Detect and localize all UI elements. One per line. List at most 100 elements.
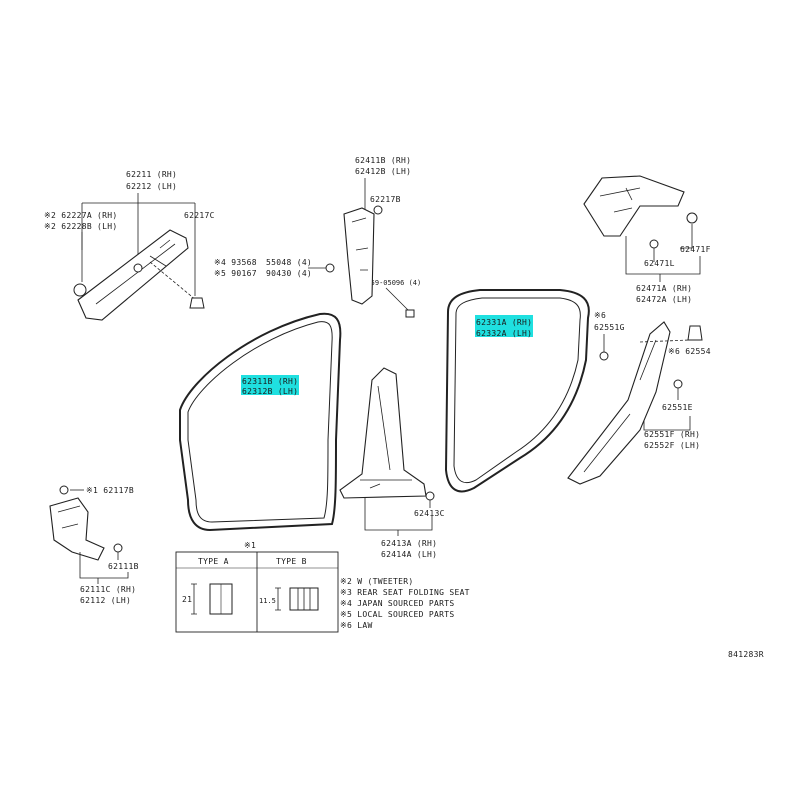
label-62217b[interactable]: 62217B [370,195,401,204]
roof-side-bracket-group: 62471F 62471L 62471A (RH) 62472A (LH) [583,175,711,304]
rear-side-garnish-detail [583,339,657,473]
front-door-opening-seal [179,312,342,532]
clip-62551g [599,351,609,361]
inset-marker: ※1 [244,541,256,550]
garnish-clip [133,263,143,273]
center-pillar-lower-detail [360,385,412,489]
label-55048[interactable]: 55048 (4) [266,258,312,267]
label-62551g-prefix: ※6 [594,311,606,320]
clip-62471l [649,239,659,249]
label-90159[interactable]: 90159-05096 (4) [358,279,421,287]
leader-62111c [79,552,129,584]
label-62117b[interactable]: ※1 62117B [86,486,134,495]
label-62111b[interactable]: 62111B [108,562,139,571]
front-pillar-garnish-group: 62211 (RH) 62212 (LH) ※2 62227A (RH) ※2 … [44,170,215,321]
rear-side-garnish [567,321,671,485]
fastener-90159 [405,309,415,318]
clip-62471f [686,212,698,224]
label-90167[interactable]: ※5 90167 [214,269,257,278]
label-90430[interactable]: 90430 (4) [266,269,312,278]
notes-list: ※2 W (TWEETER) ※3 REAR SEAT FOLDING SEAT… [340,577,470,630]
inset-dim-a: 21 [182,595,192,604]
center-pillar-lower-garnish [339,367,427,499]
clip-62554 [687,325,703,341]
front-door-opening-seal-inner [187,321,333,523]
leader-62471-clips [653,224,693,262]
front-door-weatherstrip: 62311B (RH) 62312B (LH) [179,312,342,532]
label-62413a[interactable]: 62413A (RH) [381,539,437,548]
clip-62413c [425,491,435,501]
inset-type-b: TYPE B [276,557,307,566]
label-62312b[interactable]: 62312B (LH) [242,387,298,396]
rear-door-weatherstrip: 62331A (RH) 62332A (LH) [444,289,590,493]
type-b-dimension [275,587,281,611]
leader-62551f [643,416,691,431]
label-62332a[interactable]: 62332A (LH) [476,329,532,338]
cowl-side-trim [49,497,105,561]
note-2: ※3 REAR SEAT FOLDING SEAT [340,588,470,597]
clip-62111b [113,543,123,553]
type-a-dimension [191,583,197,615]
label-62554[interactable]: ※6 62554 [668,347,711,356]
note-5: ※6 LAW [340,621,373,630]
type-b-clip-ribs [297,588,311,610]
clip-62551e [673,379,683,389]
label-93568[interactable]: ※4 93568 [214,258,257,267]
cowl-side-trim-detail [57,505,81,529]
center-pillar-upper-garnish [343,207,375,305]
inset-type-a: TYPE A [198,557,229,566]
label-62471f[interactable]: 62471F [680,245,711,254]
label-62551e[interactable]: 62551E [662,403,693,412]
label-62552f[interactable]: 62552F (LH) [644,441,700,450]
label-62414a[interactable]: 62414A (LH) [381,550,437,559]
screw-icon [325,263,335,273]
label-62227a[interactable]: ※2 62227A (RH) [44,211,118,220]
center-pillar-upper-detail [351,217,369,271]
label-62411b[interactable]: 62411B (RH) [355,156,411,165]
center-pillar-upper-group: 62411B (RH) 62412B (LH) 62217B [343,156,411,305]
diagram-id: 841283R [728,650,764,659]
center-pillar-lower-group: 62413C 62413A (RH) 62414A (LH) [339,367,445,559]
label-62472a[interactable]: 62472A (LH) [636,295,692,304]
note-3: ※4 JAPAN SOURCED PARTS [340,599,454,608]
label-62412b[interactable]: 62412B (LH) [355,167,411,176]
leader-90159 [385,287,411,313]
clip-type-inset: ※1 TYPE A TYPE B 21 11.5 [175,541,339,633]
clip-62217b [373,205,383,215]
highlight-62331a [475,315,533,337]
label-62311b[interactable]: 62311B (RH) [242,377,298,386]
roof-side-bracket [583,175,685,237]
front-pillar-garnish-detail [95,239,176,305]
leader-62413a [364,498,433,536]
note-4: ※5 LOCAL SOURCED PARTS [340,610,454,619]
label-62551g[interactable]: 62551G [594,323,625,332]
label-62228b[interactable]: ※2 62228B (LH) [44,222,118,231]
highlight-62311b [241,375,299,395]
clip-62217c [189,297,205,309]
tweeter-clip [73,283,87,297]
label-62551f[interactable]: 62551F (RH) [644,430,700,439]
label-62212[interactable]: 62212 (LH) [126,182,177,191]
cowl-side-trim-group: ※1 62117B 62111B 62111C (RH) 62112 (LH) [49,485,139,605]
roof-side-bracket-detail [599,187,641,213]
rear-door-opening-seal-inner [453,297,581,484]
label-62111c[interactable]: 62111C (RH) [80,585,136,594]
fastener-labels: ※4 93568 55048 (4) ※5 90167 90430 (4) 90… [214,258,421,318]
clip-62117b [59,485,69,495]
label-62471l[interactable]: 62471L [644,259,675,268]
rear-side-garnish-group: ※6 62551G ※6 62554 62551E 62551F (RH) 62… [567,311,711,485]
label-62413c[interactable]: 62413C [414,509,445,518]
label-62211[interactable]: 62211 (RH) [126,170,177,179]
label-62331a[interactable]: 62331A (RH) [476,318,532,327]
note-1: ※2 W (TWEETER) [340,577,414,586]
leader-62211 [81,193,196,268]
front-pillar-garnish [77,229,189,321]
garnish-dashed-line [639,339,691,343]
label-62112[interactable]: 62112 (LH) [80,596,131,605]
label-62217c[interactable]: 62217C [184,211,215,220]
label-62471a[interactable]: 62471A (RH) [636,284,692,293]
rear-door-opening-seal [444,289,590,493]
leader-62471a [625,236,701,282]
